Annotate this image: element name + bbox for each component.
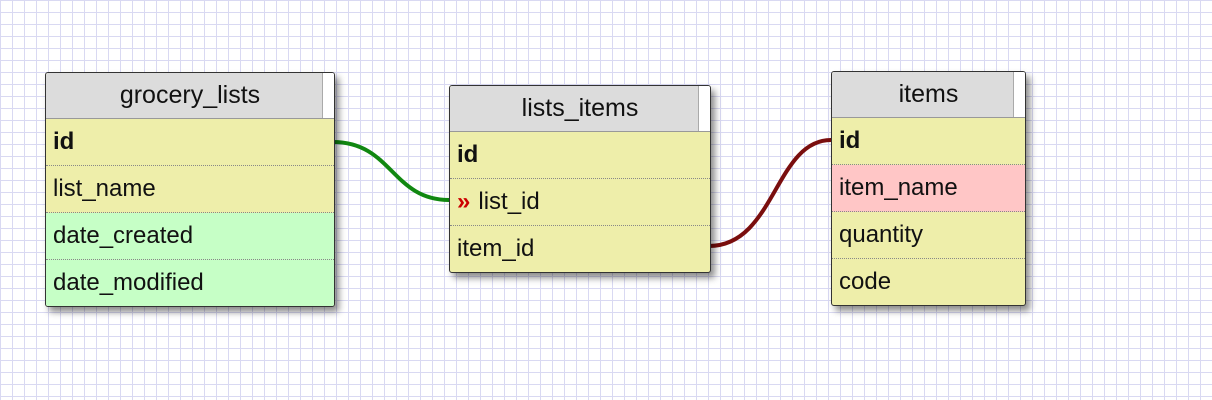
field-name: code — [839, 268, 892, 295]
field-row[interactable]: » list_id — [450, 179, 710, 226]
field-row[interactable]: code — [832, 259, 1025, 305]
field-row[interactable]: item_name — [832, 165, 1025, 212]
field-row[interactable]: list_name — [46, 166, 334, 213]
field-name: quantity — [839, 221, 924, 248]
table-title: grocery_lists — [46, 73, 334, 119]
field-name: date_created — [53, 222, 194, 249]
field-row[interactable]: quantity — [832, 212, 1025, 259]
table-lists-items[interactable]: lists_items id » list_id item_id — [449, 85, 711, 273]
table-title: lists_items — [450, 86, 710, 132]
field-row[interactable]: item_id — [450, 226, 710, 272]
field-name: id — [457, 141, 479, 168]
relation-lists-to-items — [708, 138, 832, 248]
relation-grocery-to-lists — [332, 140, 450, 202]
field-name: item_name — [839, 174, 958, 201]
table-items[interactable]: items id item_name quantity code — [831, 71, 1026, 306]
foreign-key-icon: » — [457, 188, 471, 215]
field-row[interactable]: id — [46, 119, 334, 166]
field-name: list_id — [478, 188, 540, 215]
field-row[interactable]: id — [832, 118, 1025, 165]
field-row[interactable]: id — [450, 132, 710, 179]
table-grocery-lists[interactable]: grocery_lists id list_name date_created … — [45, 72, 335, 307]
field-name: date_modified — [53, 269, 204, 296]
field-name: item_id — [457, 235, 535, 262]
field-name: id — [839, 127, 861, 154]
field-row[interactable]: date_created — [46, 213, 334, 260]
field-row[interactable]: date_modified — [46, 260, 334, 306]
field-name: list_name — [53, 175, 156, 202]
table-title: items — [832, 72, 1025, 118]
field-name: id — [53, 128, 75, 155]
